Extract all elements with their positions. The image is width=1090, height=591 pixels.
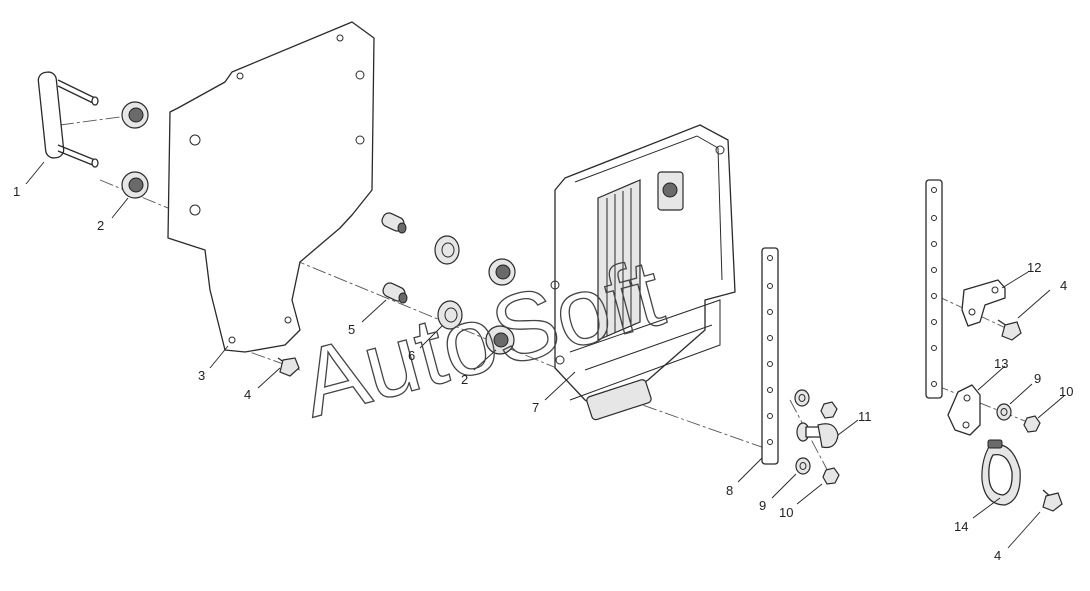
callout-5: 5 xyxy=(348,322,355,337)
part-sleeve-upper xyxy=(381,212,407,234)
part-bushing-mid xyxy=(488,258,516,286)
part-bracket-plate xyxy=(167,21,375,353)
callout-6: 6 xyxy=(408,348,415,363)
callout-7: 7 xyxy=(532,400,539,415)
part-perforated-strip-center xyxy=(761,247,779,465)
callout-3: 3 xyxy=(198,368,205,383)
part-angle-bracket xyxy=(961,279,1006,327)
callout-9-right: 9 xyxy=(1034,371,1041,386)
callout-4-right-lower: 4 xyxy=(994,548,1001,563)
callout-12: 12 xyxy=(1027,260,1041,275)
part-nut-10a xyxy=(820,401,838,419)
callout-1: 1 xyxy=(13,184,20,199)
part-u-bolt xyxy=(37,71,99,168)
part-nut-10b xyxy=(822,467,840,485)
callout-9-center: 9 xyxy=(759,498,766,513)
part-washer-9c xyxy=(996,403,1012,421)
part-perforated-strip-right xyxy=(925,179,943,399)
part-washer-upper xyxy=(434,235,460,265)
leader-lines xyxy=(25,161,1065,549)
callout-10-center: 10 xyxy=(779,505,793,520)
part-bolt-right-lower xyxy=(1042,489,1063,512)
part-washer-9b xyxy=(795,457,811,475)
part-nut-10c xyxy=(1023,415,1041,433)
part-washer-9a xyxy=(794,389,810,407)
callout-13: 13 xyxy=(994,356,1008,371)
callout-10-right: 10 xyxy=(1059,384,1073,399)
part-sleeve-lower xyxy=(382,282,408,304)
part-clip xyxy=(796,422,839,449)
callout-4-left: 4 xyxy=(244,387,251,402)
callout-14: 14 xyxy=(954,519,968,534)
callout-4-right-upper: 4 xyxy=(1060,278,1067,293)
part-bracket-13 xyxy=(947,384,981,436)
part-washer-lower xyxy=(437,300,463,330)
callout-8: 8 xyxy=(726,483,733,498)
part-bolt-left xyxy=(277,357,300,377)
part-hose-clamp xyxy=(981,439,1021,506)
part-bushing-front xyxy=(485,325,515,355)
part-bolt-right-upper xyxy=(997,319,1022,341)
callout-labels: 1 2 2 3 4 4 4 5 6 7 8 9 9 10 10 11 12 13… xyxy=(13,184,1073,563)
part-control-unit xyxy=(550,124,736,421)
part-bushing-upper xyxy=(121,101,149,129)
part-bushing-lower xyxy=(121,171,149,199)
callout-2-lower: 2 xyxy=(461,372,468,387)
callout-2-upper: 2 xyxy=(97,218,104,233)
callout-11: 11 xyxy=(858,409,872,424)
